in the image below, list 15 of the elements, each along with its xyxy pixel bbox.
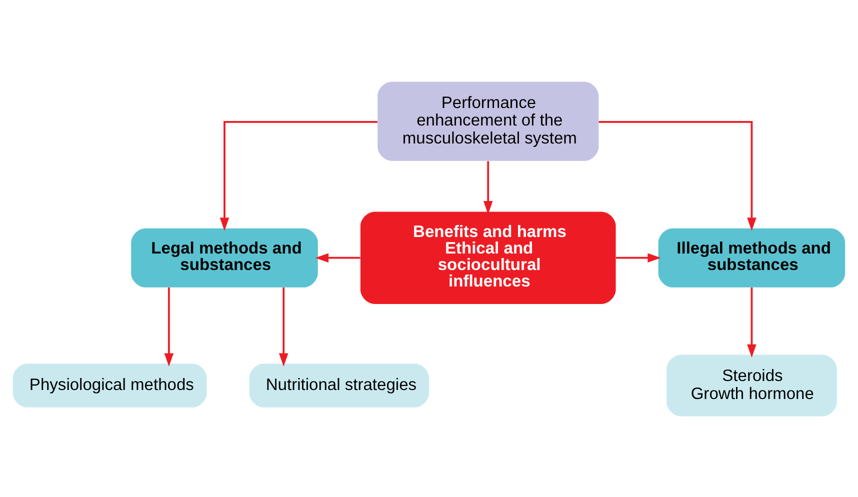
node-box: Nutritional strategies bbox=[249, 363, 429, 407]
arrow bbox=[598, 120, 756, 230]
arrow bbox=[220, 120, 378, 230]
arrow bbox=[315, 252, 360, 262]
node-box: Physiological methods bbox=[12, 363, 207, 407]
arrow bbox=[483, 160, 493, 214]
node-box: Legal methods and substances bbox=[131, 228, 318, 287]
arrow bbox=[747, 286, 756, 358]
node-box: Steroids Growth hormone bbox=[666, 354, 837, 416]
node-box: Illegal methods and substances bbox=[658, 228, 846, 287]
arrow bbox=[616, 252, 661, 262]
node-box: Performance enhancement of the musculoskeletal system bbox=[378, 81, 599, 160]
arrow bbox=[278, 286, 288, 366]
arrow bbox=[164, 286, 174, 366]
node-box: Benefits and harms Ethical and sociocultural influences bbox=[360, 211, 616, 304]
